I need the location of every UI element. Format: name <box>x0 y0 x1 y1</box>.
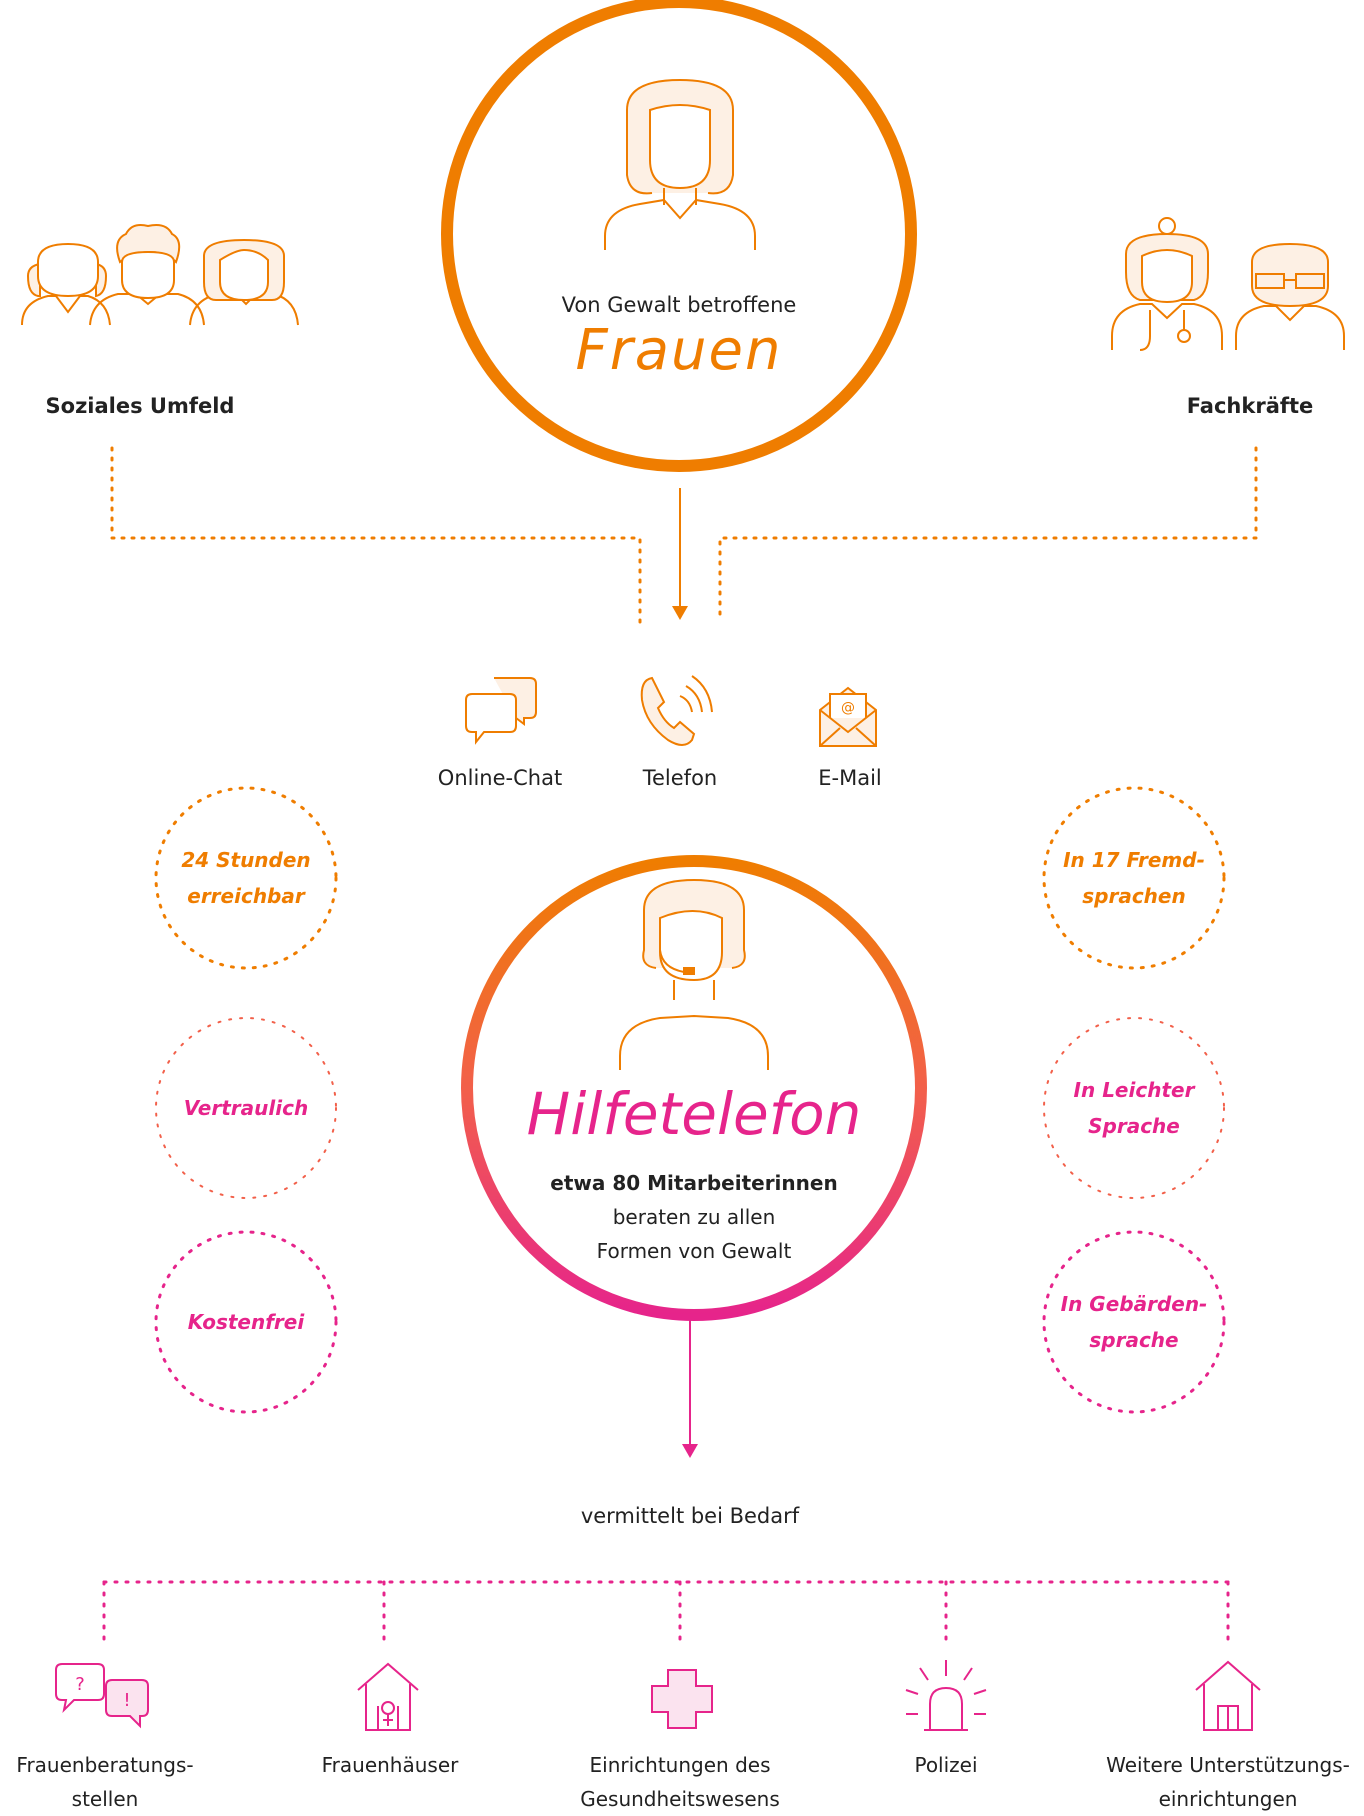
arrow-head-top <box>672 606 688 620</box>
hilfetelefon-circle <box>461 855 927 1321</box>
social-environment-icon <box>21 224 299 326</box>
feature-fremdsprachen-line2: sprachen <box>1082 884 1186 908</box>
connector-lines-bottom <box>102 1580 1230 1642</box>
destination-gesundheit-line2: Gesundheitswesens <box>580 1787 780 1811</box>
destination-beratung-line2: stellen <box>71 1787 139 1811</box>
channel-label-chat: Online-Chat <box>437 766 563 790</box>
counseling-bubbles-icon: ? ! <box>55 1663 149 1729</box>
svg-text:?: ? <box>75 1674 85 1695</box>
feature-circle-kostenfrei <box>154 1230 338 1414</box>
chat-bubbles-icon <box>465 677 537 745</box>
referral-label: vermittelt bei Bedarf <box>580 1504 800 1528</box>
center-line2: beraten zu allen <box>612 1205 776 1229</box>
center-line3: Formen von Gewalt <box>596 1239 792 1263</box>
professionals-icon <box>1111 217 1345 351</box>
destination-label-polizei: Polizei <box>866 1748 1026 1782</box>
feature-24h: 24 Stunden erreichbar <box>156 842 336 914</box>
connector-lines-top <box>110 446 1258 624</box>
feature-leichte-sprache: In Leichter Sprache <box>1044 1072 1224 1144</box>
destination-beratung-line1: Frauenberatungs- <box>16 1753 194 1777</box>
medical-cross-icon <box>651 1669 713 1729</box>
feature-gebaerdensprache-line1: In Gebärden- <box>1060 1292 1208 1316</box>
destination-weitere-line1: Weitere Unterstützungs- <box>1106 1753 1350 1777</box>
center-bold-line: etwa 80 Mitarbeiterinnen <box>550 1171 838 1195</box>
phone-ringing-icon <box>640 675 713 746</box>
police-siren-icon <box>905 1660 987 1731</box>
email-envelope-icon: @ <box>819 686 877 747</box>
feature-circle-vertraulich <box>155 1017 337 1199</box>
feature-gebaerdensprache: In Gebärden- sprache <box>1044 1286 1224 1358</box>
right-group-label: Fachkräfte <box>1186 394 1314 418</box>
feature-fremdsprachen: In 17 Fremd- sprachen <box>1044 842 1224 914</box>
feature-vertraulich-line1: Vertraulich <box>183 1096 309 1120</box>
destination-label-beratung: Frauenberatungs- stellen <box>0 1748 210 1816</box>
feature-vertraulich: Vertraulich <box>156 1090 336 1126</box>
destination-label-weitere: Weitere Unterstützungs- einrichtungen <box>1094 1748 1362 1816</box>
destination-polizei-line1: Polizei <box>914 1753 978 1777</box>
arrow-head-bottom <box>682 1444 698 1458</box>
top-subtitle: Von Gewalt betroffene <box>561 293 797 317</box>
channel-label-email: E-Mail <box>818 766 882 790</box>
channel-label-phone: Telefon <box>642 766 718 790</box>
headset-agent-icon <box>619 878 769 1070</box>
center-title: Hilfetelefon <box>526 1080 862 1148</box>
feature-24h-line2: erreichbar <box>187 884 305 908</box>
womens-shelter-icon <box>357 1662 419 1731</box>
feature-gebaerdensprache-line2: sprache <box>1089 1328 1179 1352</box>
destination-weitere-line2: einrichtungen <box>1158 1787 1298 1811</box>
building-icon <box>1195 1660 1261 1731</box>
svg-text:@: @ <box>841 700 855 716</box>
feature-kostenfrei: Kostenfrei <box>156 1304 336 1340</box>
destination-label-frauenhaeuser: Frauenhäuser <box>290 1748 490 1782</box>
feature-circle-gebaerdensprache <box>1042 1230 1226 1414</box>
feature-24h-line1: 24 Stunden <box>181 848 311 872</box>
feature-circle-24h <box>154 786 338 970</box>
feature-circle-leichte-sprache <box>1043 1017 1225 1199</box>
destination-gesundheit-line1: Einrichtungen des <box>589 1753 771 1777</box>
frauen-circle <box>441 0 917 472</box>
destination-frauenhaeuser-line1: Frauenhäuser <box>321 1753 459 1777</box>
top-title: Frauen <box>575 318 783 383</box>
feature-fremdsprachen-line1: In 17 Fremd- <box>1063 848 1205 872</box>
feature-leichte-sprache-line1: In Leichter <box>1073 1078 1195 1102</box>
feature-circle-fremdsprachen <box>1042 786 1226 970</box>
woman-icon <box>604 78 756 250</box>
feature-leichte-sprache-line2: Sprache <box>1088 1114 1180 1138</box>
left-group-label: Soziales Umfeld <box>45 394 235 418</box>
svg-text:!: ! <box>123 1690 130 1711</box>
feature-kostenfrei-line1: Kostenfrei <box>187 1310 305 1334</box>
destination-label-gesundheit: Einrichtungen des Gesundheitswesens <box>560 1748 800 1816</box>
